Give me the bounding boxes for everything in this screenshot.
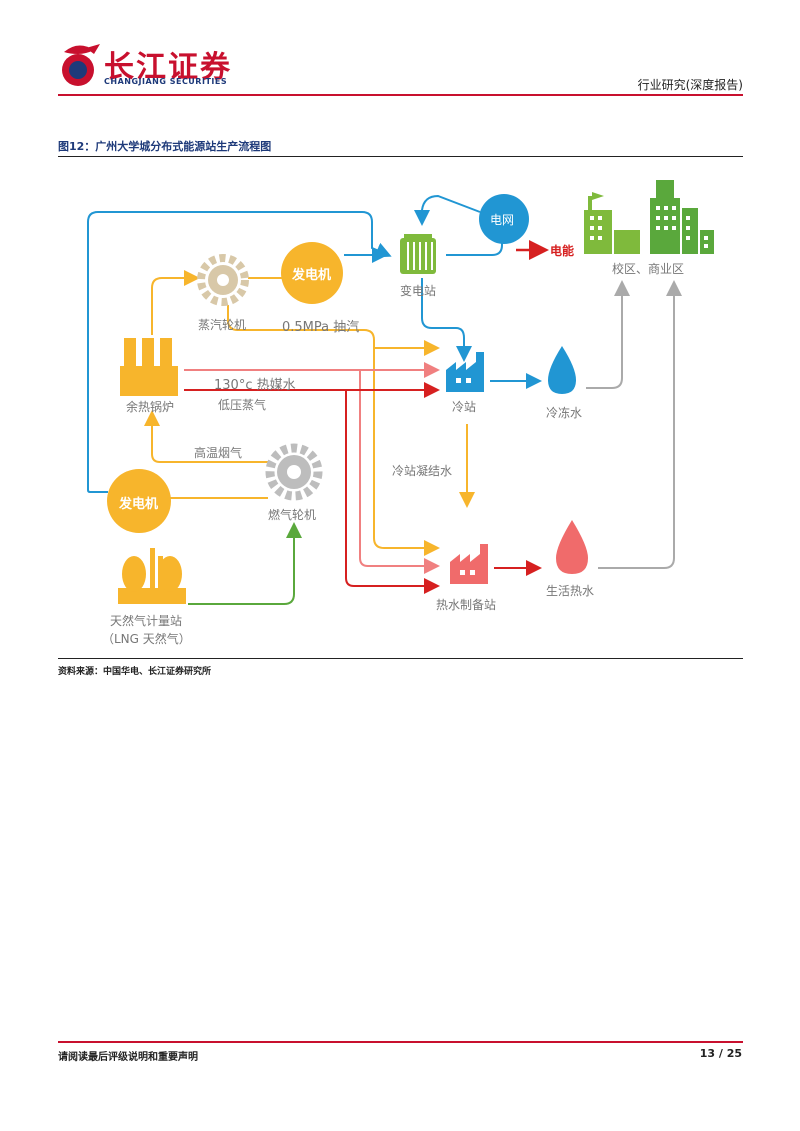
low-pressure-steam-label: 低压蒸气 [218,398,267,412]
figure-bottom-rule [58,658,743,659]
flow-gas-supply [188,522,302,605]
gas-metering-icon [118,548,186,604]
gas-turbine-icon [265,443,323,501]
campus-buildings-icon [584,180,714,254]
generator-bottom-label: 发电机 [119,497,159,512]
hot-water-label: 130°c 热媒水 [214,378,296,393]
waste-heat-boiler-label: 余热锅炉 [126,400,175,414]
footer-disclaimer: 请阅读最后评级说明和重要声明 [58,1052,198,1063]
power-label: 电能 [550,244,575,258]
header-rule [58,94,743,96]
flow-extraction-steam [227,305,440,356]
substation-icon [400,234,436,274]
brand-name-en: CHANGJIANG SECURITIES [104,77,228,86]
steam-turbine-label: 蒸汽轮机 [198,318,247,332]
generator-top-icon [281,242,343,304]
dragon-logo-icon [62,44,100,86]
gas-turbine-label: 燃气轮机 [268,508,317,522]
brand-name-cn: 长江证券 [104,50,232,85]
hot-water-station-icon [450,544,488,584]
flue-gas-label: 高温烟气 [194,446,243,460]
figure-source: 资料来源：中国华电、长江证券研究所 [58,667,212,677]
gas-metering-label: 天然气计量站 [110,614,183,628]
page-number: 13 / 25 [699,1047,742,1060]
campus-label: 校区、商业区 [612,262,685,276]
flow-boiler-to-steam-turbine [151,270,200,335]
generator-bottom-icon [107,469,171,533]
company-logo: 长江证券 CHANGJIANG SECURITIES [56,40,246,90]
footer-rule [58,1041,743,1043]
flow-flue-gas [144,410,268,463]
figure-title: 图12：广州大学城分布式能源站生产流程图 [58,140,272,153]
domestic-hot-water-drop-icon [556,520,588,574]
substation-label: 变电站 [400,284,437,298]
flow-generator-to-substation [87,211,392,493]
flow-substation-to-cold [421,278,472,362]
gas-metering-sub-label: （LNG 天然气） [102,632,191,646]
report-type: 行业研究(深度报告) [637,78,743,92]
cold-station-label: 冷站 [452,400,477,414]
figure-top-rule [58,156,743,157]
flow-grid-substation [414,194,481,226]
cold-station-icon [446,352,484,392]
chilled-water-drop-icon [548,346,576,394]
chilled-water-label: 冷冻水 [546,406,583,420]
grid-label: 电网 [490,213,515,227]
waste-heat-boiler-icon [120,338,178,396]
generator-top-label: 发电机 [292,268,332,283]
steam-turbine-icon [197,254,249,306]
grid-icon [479,194,529,244]
flow-chilled-to-campus [586,280,630,389]
domestic-hot-water-label: 生活热水 [546,584,595,598]
flow-domestic-to-campus [598,280,682,569]
hot-water-station-label: 热水制备站 [436,598,497,612]
pressure-label: 0.5MPa 抽汽 [282,320,360,335]
energy-flow-diagram: 发电机 发电机 电网 蒸汽轮机 0.5MPa 抽汽 变电站 电能 校区、商业区 … [87,180,714,646]
condensate-label: 冷站凝结水 [392,464,453,478]
